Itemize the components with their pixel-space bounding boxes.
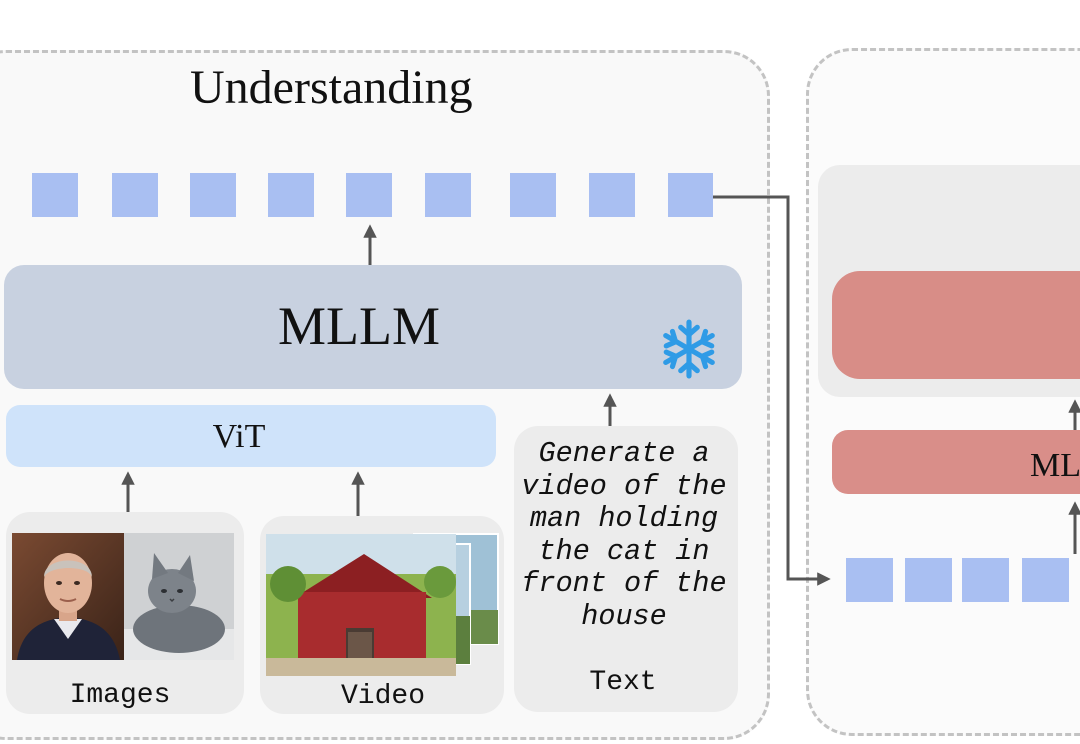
output-token xyxy=(32,173,78,217)
diffusion-block xyxy=(832,271,1080,379)
vit-label: ViT xyxy=(212,418,266,455)
input-token xyxy=(846,558,893,602)
prompt-line: the cat in xyxy=(538,534,710,568)
mllm-label: MLLM xyxy=(278,296,440,356)
prompt-line: front of the xyxy=(521,567,727,600)
generation-mllm-block xyxy=(832,430,1080,494)
understanding-title: Understanding xyxy=(190,61,473,114)
output-token xyxy=(112,173,158,217)
input-token xyxy=(962,558,1009,602)
text-input-card xyxy=(514,426,738,712)
prompt-line: house xyxy=(581,599,667,633)
output-token xyxy=(425,173,471,217)
generation-mllm-label: ML xyxy=(1030,447,1080,484)
snowflake-icon xyxy=(663,319,715,379)
output-token xyxy=(346,173,392,217)
prompt-text: Generate a video of the man holding the … xyxy=(514,437,734,633)
text-caption: Text xyxy=(589,667,657,698)
vit-block xyxy=(6,405,496,467)
prompt-line: video of the xyxy=(521,469,727,503)
video-caption: Video xyxy=(340,681,425,712)
images-caption: Images xyxy=(69,680,171,711)
output-token xyxy=(510,173,556,217)
output-token xyxy=(268,173,314,217)
prompt-line: man holding xyxy=(529,502,719,535)
prompt-line: Generate a xyxy=(538,437,710,470)
input-token xyxy=(1022,558,1069,602)
output-token xyxy=(589,173,635,217)
person-photo xyxy=(12,533,125,660)
output-token xyxy=(668,173,713,217)
video-frames xyxy=(266,533,499,676)
output-token xyxy=(190,173,236,217)
input-token xyxy=(905,558,952,602)
cat-photo xyxy=(124,533,234,660)
mllm-block xyxy=(4,265,742,389)
